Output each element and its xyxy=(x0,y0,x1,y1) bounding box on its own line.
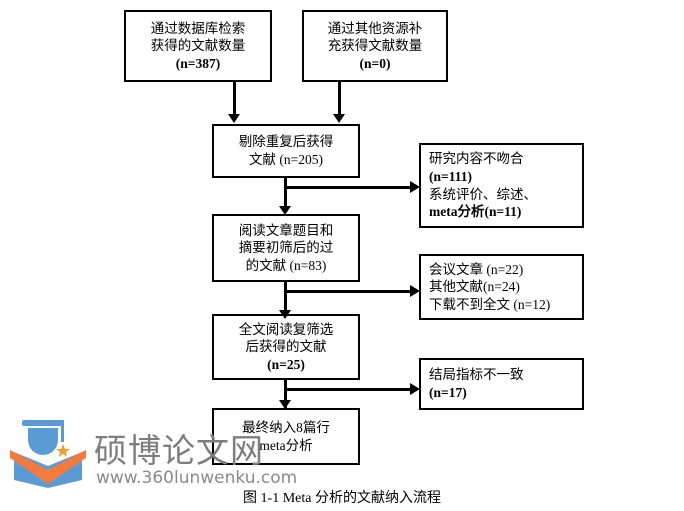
exclusion-box-2: 会议文章 (n=22) 其他文献(n=24) 下载不到全文 (n=12) xyxy=(419,254,584,320)
other-sources-count: (n=0) xyxy=(359,55,391,71)
connector-dedup-to-screening xyxy=(284,178,287,206)
deduplicated-box: 剔除重复后获得 文献 (n=205) xyxy=(212,124,360,178)
exclusion-1-line-1: 研究内容不吻合 xyxy=(429,151,524,167)
connector-db-to-dedup xyxy=(233,82,236,114)
exclusion-3-line-1: 结局指标不一致 xyxy=(429,367,524,383)
exclusion-2-line-2: 其他文献(n=24) xyxy=(429,279,520,295)
branch-line-exclusion-3 xyxy=(284,388,412,391)
screening-line-3: 的文献 (n=83) xyxy=(245,257,327,273)
exclusion-2-line-1: 会议文章 (n=22) xyxy=(429,261,524,277)
title-abstract-screening-box: 阅读文章题目和 摘要初筛后的过 的文献 (n=83) xyxy=(212,214,360,282)
database-search-box: 通过数据库检索 获得的文献数量 (n=387) xyxy=(124,10,272,82)
screening-line-2: 摘要初筛后的过 xyxy=(238,240,334,256)
dedup-line-2: 文献 (n=205) xyxy=(249,152,323,167)
arrowhead-dedup-to-screening xyxy=(279,206,291,215)
dedup-line-1: 剔除重复后获得 xyxy=(238,134,334,150)
figure-caption: 图 1-1 Meta 分析的文献纳入流程 xyxy=(243,491,441,506)
watermark-url: www.360lunwenku.com xyxy=(96,468,298,488)
exclusion-1-line-3: 系统评价、综述、 xyxy=(429,186,537,202)
arrowhead-fulltext-to-included xyxy=(279,400,291,409)
branch-line-exclusion-2 xyxy=(284,290,412,293)
exclusion-box-3: 结局指标不一致 (n=17) xyxy=(419,358,584,410)
db-search-count: (n=387) xyxy=(175,55,221,71)
arrowhead-db-to-dedup xyxy=(228,114,240,123)
arrowhead-other-to-dedup xyxy=(333,114,345,123)
exclusion-box-1: 研究内容不吻合 (n=111) 系统评价、综述、 meta分析(n=11) xyxy=(419,143,584,228)
fulltext-screening-box: 全文阅读复筛选 后获得的文献 (n=25) xyxy=(212,314,360,380)
exclusion-1-line-4: meta分析(n=11) xyxy=(429,204,522,220)
arrowhead-exclusion-1 xyxy=(410,181,420,193)
fulltext-count: (n=25) xyxy=(267,356,305,372)
fulltext-line-2: 后获得的文献 xyxy=(245,339,327,355)
arrowhead-exclusion-2 xyxy=(410,285,420,297)
fulltext-line-1: 全文阅读复筛选 xyxy=(238,321,334,337)
screening-line-1: 阅读文章题目和 xyxy=(238,222,334,238)
exclusion-2-line-3: 下载不到全文 (n=12) xyxy=(429,296,551,312)
exclusion-3-line-2: (n=17) xyxy=(429,385,467,400)
included-studies-box: 最终纳入8篇行 meta分析 xyxy=(212,408,360,465)
included-line-1: 最终纳入8篇行 xyxy=(242,419,330,435)
db-search-line-1: 通过数据库检索 xyxy=(150,20,246,36)
db-search-line-2: 获得的文献数量 xyxy=(150,38,246,54)
included-line-2: meta分析 xyxy=(259,437,313,453)
arrowhead-exclusion-3 xyxy=(410,383,420,395)
graduation-cap-book-logo xyxy=(10,420,86,488)
exclusion-1-line-2: (n=111) xyxy=(429,168,472,184)
branch-line-exclusion-1 xyxy=(284,186,412,189)
other-sources-box: 通过其他资源补 充获得文献数量 (n=0) xyxy=(302,10,448,82)
other-sources-line-2: 充获得文献数量 xyxy=(327,38,423,54)
connector-other-to-dedup xyxy=(338,82,341,114)
connector-screening-to-fulltext xyxy=(284,282,287,310)
other-sources-line-1: 通过其他资源补 xyxy=(327,20,423,36)
connector-fulltext-to-included xyxy=(284,380,287,408)
